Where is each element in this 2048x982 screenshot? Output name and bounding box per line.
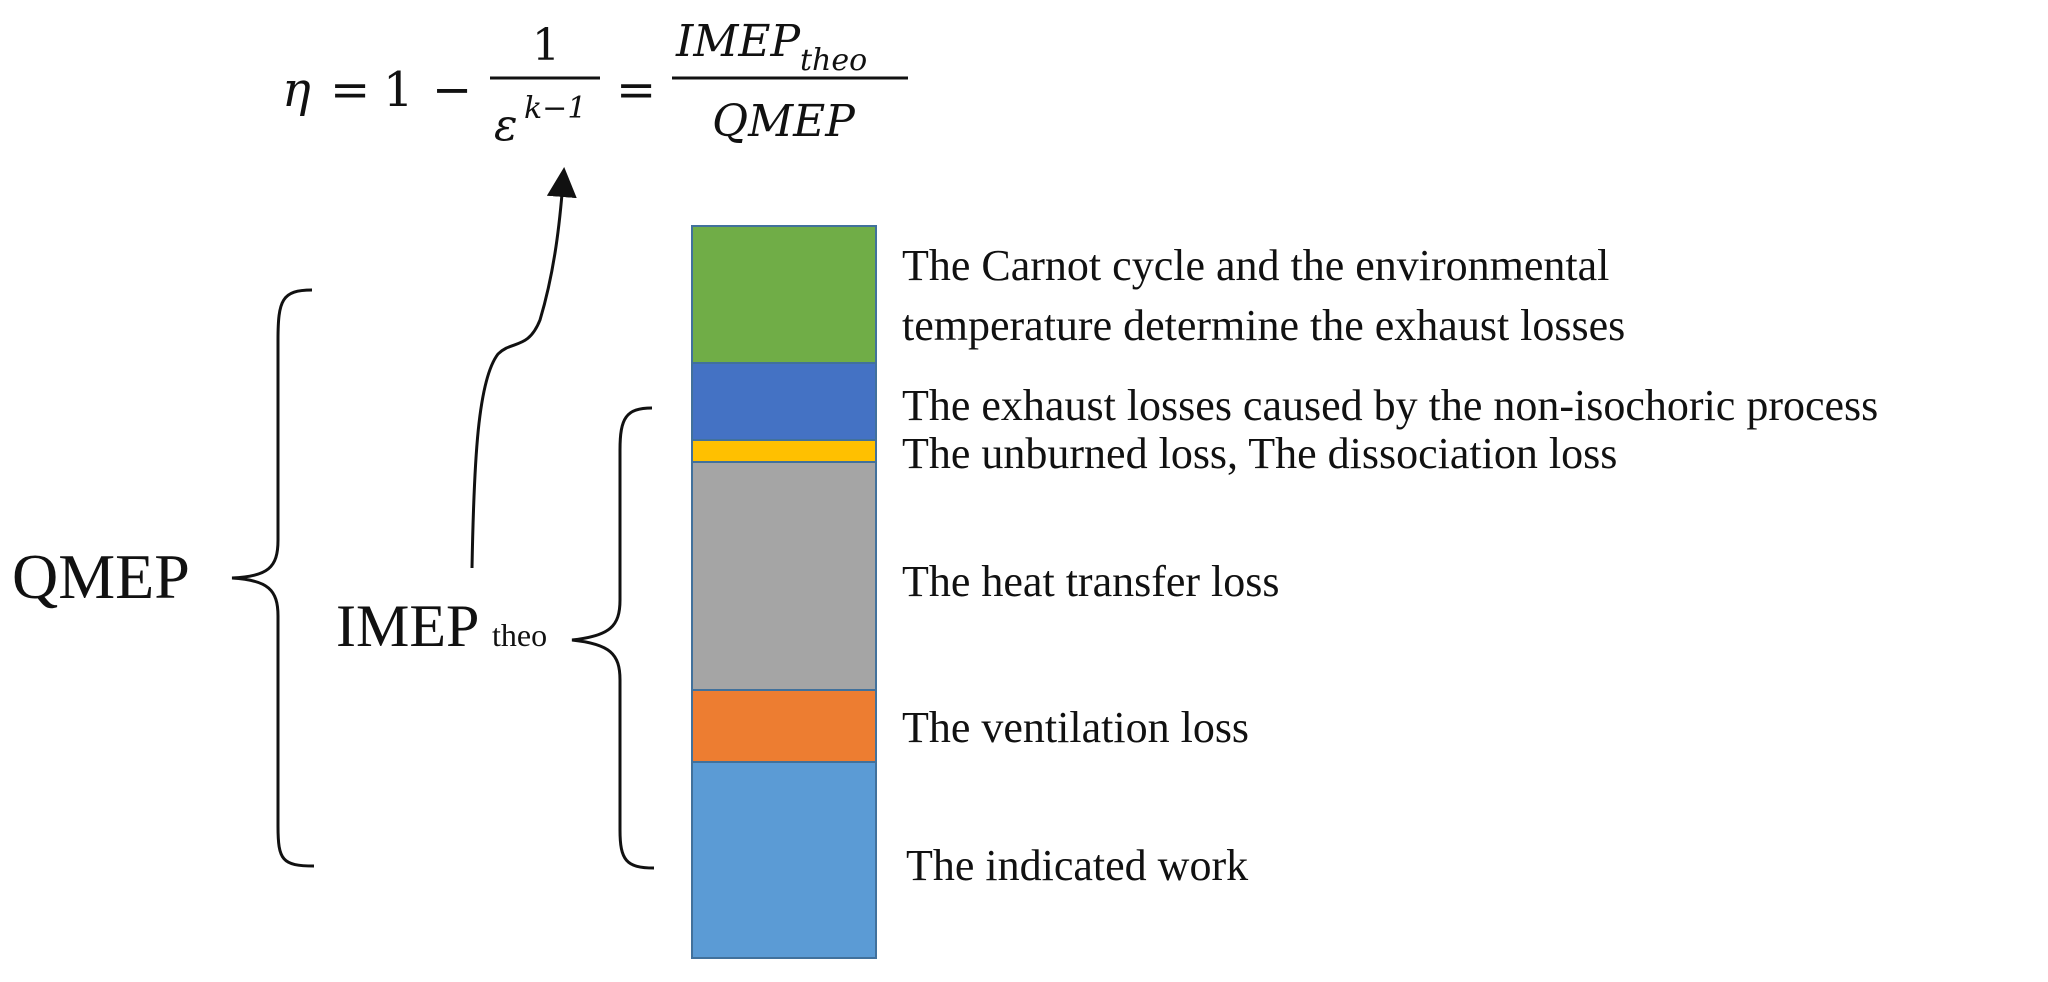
label-unburned-dissociation: The unburned loss, The dissociation loss xyxy=(902,429,1617,478)
formula-equals-1: = xyxy=(330,62,370,118)
imep-label-subscript: theo xyxy=(492,617,547,653)
label-non-isochoric: The exhaust losses caused by the non-iso… xyxy=(902,381,1878,430)
fraction1-denominator-exponent: k−1 xyxy=(524,91,586,126)
stacked-column xyxy=(691,225,877,959)
imep-label-base: IMEP xyxy=(336,593,479,659)
segment-unburned-dissociation-loss xyxy=(691,439,877,463)
qmep-label: QMEP xyxy=(12,541,190,612)
fraction2-denominator: QMEP xyxy=(712,96,856,147)
formula-minus: − xyxy=(432,62,472,118)
segment-carnot-exhaust-loss xyxy=(691,225,877,364)
efficiency-formula: η = 1 − 1 ε k−1 = IMEP theo QMEP xyxy=(282,16,908,151)
segment-indicated-work xyxy=(691,761,877,959)
imep-theo-brace xyxy=(571,406,655,870)
segment-labels: The Carnot cycle and the environmental t… xyxy=(902,241,1878,890)
fraction2-numerator-base: IMEP xyxy=(675,16,802,67)
formula-equals-2: = xyxy=(616,62,656,118)
formula-eta: η xyxy=(282,62,311,118)
label-carnot-line-2: temperature determine the exhaust losses xyxy=(902,301,1625,350)
label-indicated-work: The indicated work xyxy=(906,841,1248,890)
imep-theo-label: IMEP theo xyxy=(336,593,547,659)
fraction1-denominator-base: ε xyxy=(494,100,518,151)
fraction1-numerator: 1 xyxy=(532,20,560,71)
label-heat-transfer: The heat transfer loss xyxy=(902,557,1280,606)
qmep-brace xyxy=(231,288,315,868)
label-carnot-line-1: The Carnot cycle and the environmental xyxy=(902,241,1609,290)
segment-ventilation-loss xyxy=(691,689,877,763)
label-ventilation: The ventilation loss xyxy=(902,703,1249,752)
segment-heat-transfer-loss xyxy=(691,461,877,691)
curved-arrow xyxy=(470,167,577,569)
segment-non-isochoric-exhaust-loss xyxy=(691,362,877,441)
fraction2-numerator-subscript: theo xyxy=(800,43,867,78)
formula-one: 1 xyxy=(383,62,414,118)
